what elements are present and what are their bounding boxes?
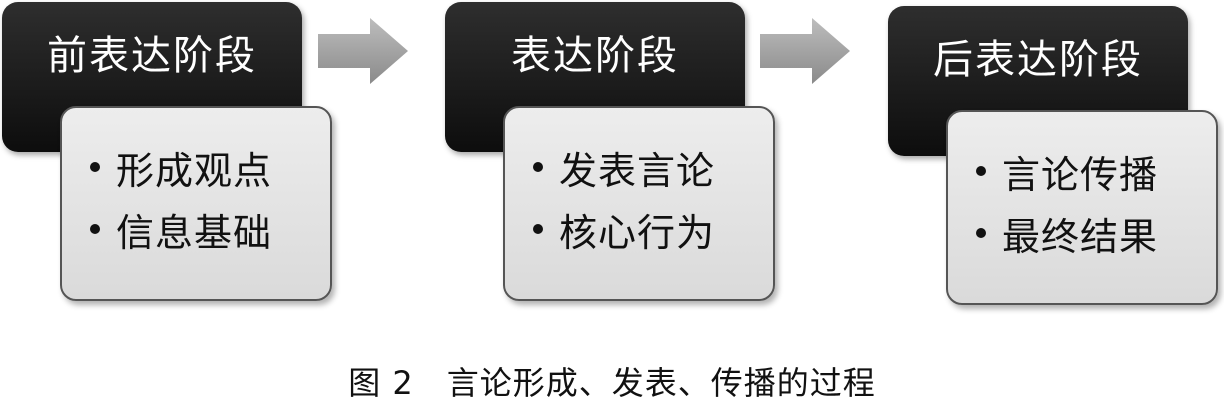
list-item: 发表言论 [533, 136, 715, 198]
arrow-right-icon [760, 18, 850, 84]
stage-item-list: 发表言论 核心行为 [533, 136, 715, 260]
stage-detail-box: 发表言论 核心行为 [503, 106, 775, 301]
bullet-icon [90, 224, 100, 234]
bullet-icon [90, 162, 100, 172]
list-item: 形成观点 [90, 136, 272, 198]
list-item: 核心行为 [533, 198, 715, 260]
bullet-icon [976, 166, 986, 176]
list-item: 信息基础 [90, 198, 272, 260]
bullet-icon [533, 224, 543, 234]
arrow-right-icon [318, 18, 408, 84]
stage-item-list: 形成观点 信息基础 [90, 136, 272, 260]
list-item: 最终结果 [976, 202, 1158, 264]
stage-detail-box: 形成观点 信息基础 [60, 106, 332, 301]
stage-title: 前表达阶段 [47, 33, 257, 79]
stage-detail-box: 言论传播 最终结果 [946, 110, 1218, 305]
figure-caption: 图 2 言论形成、发表、传播的过程 [348, 364, 876, 402]
bullet-icon [533, 162, 543, 172]
bullet-icon [976, 228, 986, 238]
list-item: 言论传播 [976, 140, 1158, 202]
stage-title: 表达阶段 [511, 33, 679, 79]
stage-title: 后表达阶段 [933, 37, 1143, 83]
stage-item-list: 言论传播 最终结果 [976, 140, 1158, 264]
